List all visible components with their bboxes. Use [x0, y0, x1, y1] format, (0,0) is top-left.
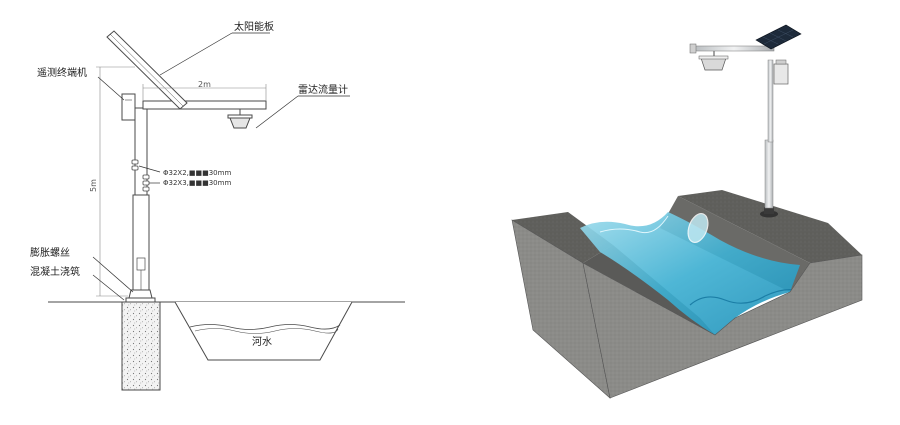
rendering-3d — [511, 24, 863, 399]
label-remote-terminal: 遥测终端机 — [37, 66, 87, 79]
label-spec-1: Φ32X2,■■■30mm — [163, 169, 231, 177]
concrete-foundation — [121, 301, 161, 391]
label-radar-flowmeter: 雷达流量计 — [298, 83, 348, 96]
river-channel — [174, 301, 353, 361]
channel-slope-near — [583, 245, 715, 335]
rendered-terminal-box — [773, 63, 789, 85]
right-bank-top — [678, 190, 862, 263]
technical-labels: 太阳能板 遥测终端机 雷达流量计 膨胀螺丝 混凝土浇筑 河水 2m 5m Φ32… — [30, 20, 348, 348]
water-body — [580, 212, 800, 335]
radar-flowmeter-head — [229, 117, 251, 129]
river-water-surface — [189, 324, 341, 330]
label-river-water: 河水 — [252, 336, 272, 348]
dimension-lines — [96, 66, 267, 297]
remote-terminal-box — [121, 93, 136, 121]
water-wave-front — [689, 289, 796, 306]
rendered-radar-flowmeter — [700, 57, 727, 71]
technical-drawing — [48, 30, 405, 391]
label-solar-panel: 太阳能板 — [234, 20, 274, 33]
rendered-solar-panel — [755, 24, 802, 50]
label-pole-height: 5m — [89, 179, 98, 192]
label-expansion-bolt: 膨胀螺丝 — [30, 246, 70, 259]
horizontal-arm — [142, 100, 267, 110]
label-spec-2: Φ32X3,■■■30mm — [163, 179, 231, 187]
left-bank-top — [512, 212, 613, 263]
rendered-pole — [764, 139, 774, 209]
front-face-channel — [582, 254, 863, 399]
radar-beam-spot — [687, 212, 709, 244]
rendered-arm — [693, 45, 775, 52]
leader-lines — [92, 32, 350, 301]
label-concrete-pour: 混凝土浇筑 — [30, 265, 80, 278]
label-arm-length: 2m — [198, 80, 211, 89]
